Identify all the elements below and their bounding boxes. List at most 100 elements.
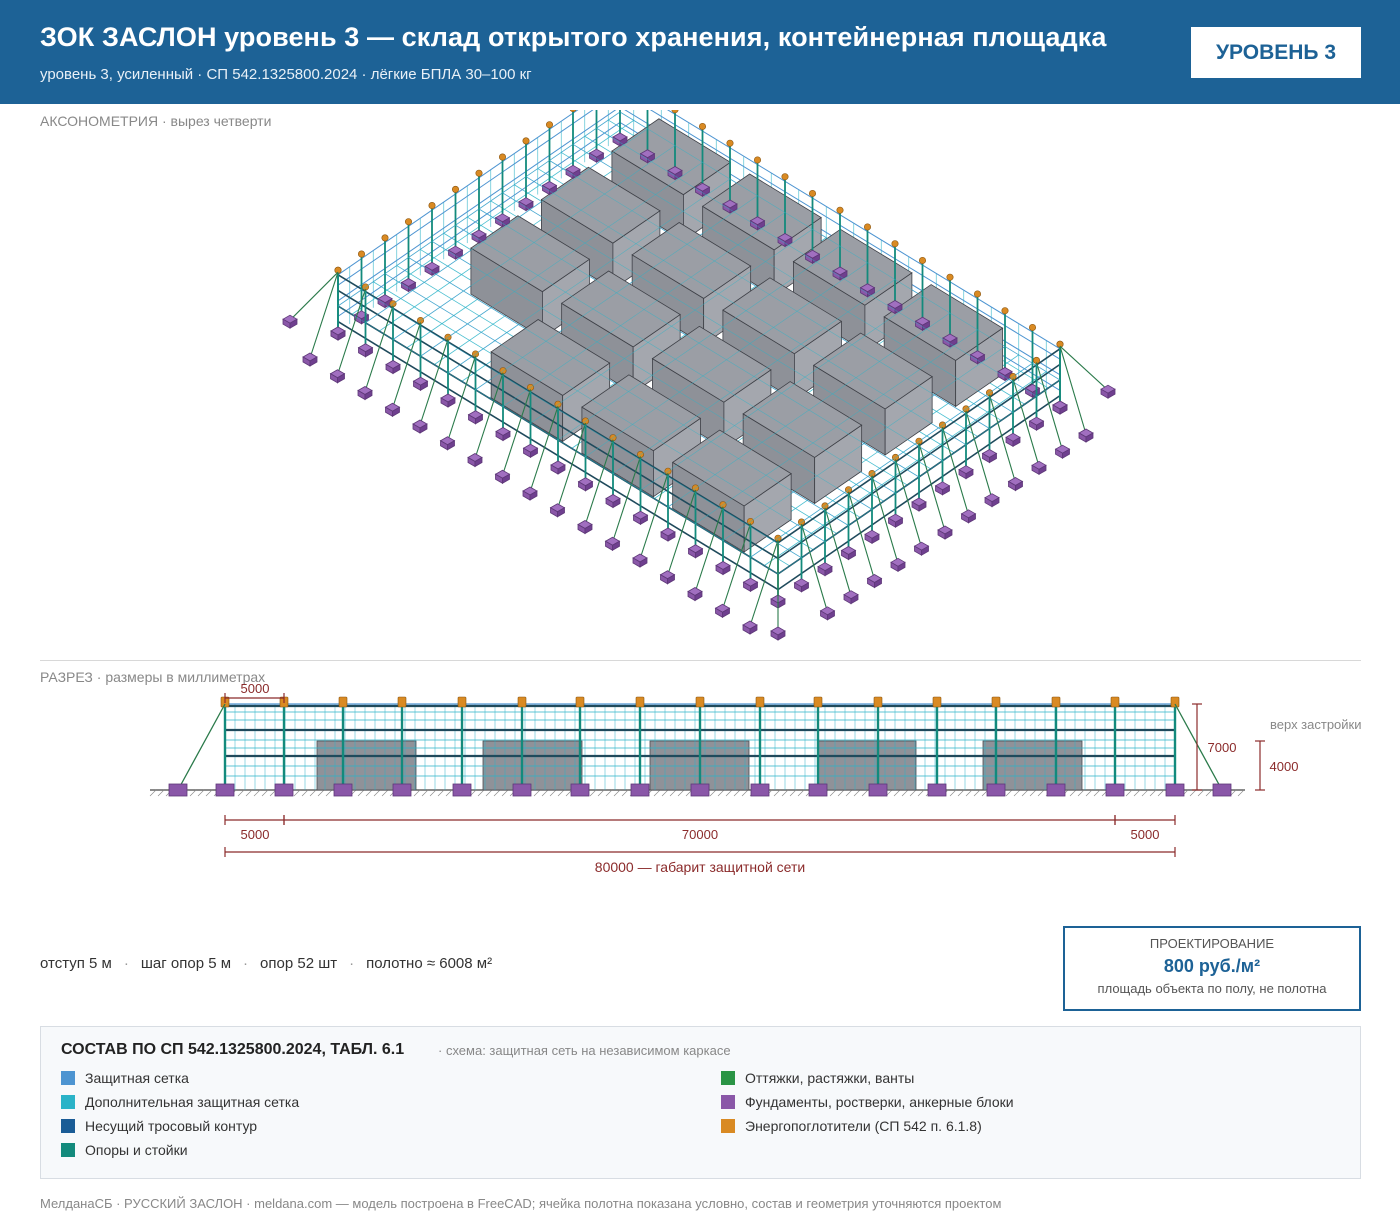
ground-hatch [1013, 789, 1021, 797]
ground-hatch [501, 789, 509, 797]
container-face-top [490, 319, 611, 396]
energy-absorber [338, 696, 348, 708]
legend-item-label: Защитная сетка [85, 1070, 189, 1086]
ground-hatch [797, 789, 805, 797]
container-face-top [651, 325, 772, 403]
ground-hatch [429, 789, 437, 797]
stat-supports: опор 52 шт [260, 955, 338, 972]
foundation-block-right [921, 545, 929, 556]
energy-absorber [781, 173, 789, 181]
ground-hatch [197, 789, 205, 797]
guy-wire [419, 339, 449, 426]
foundation-block-right [475, 414, 483, 425]
guy-wire [847, 491, 876, 580]
ground-hatch [1141, 789, 1149, 797]
energy-absorber [863, 223, 871, 231]
foundation-block [570, 783, 590, 797]
legend-swatch [61, 1095, 75, 1109]
container-block [631, 222, 752, 346]
foundation-block [808, 783, 828, 797]
energy-absorber [836, 206, 844, 214]
foundation-block [215, 783, 235, 797]
ground-hatch [965, 789, 973, 797]
ground-hatch [1093, 789, 1101, 797]
legend-box: СОСТАВ ПО СП 542.1325800.2024, ТАБЛ. 6.1… [40, 1026, 1361, 1179]
foundation-block-right [827, 610, 835, 621]
footer-note: МелданаСБ · РУССКИЙ ЗАСЛОН · meldana.com… [40, 1196, 1002, 1211]
guy-wire [1035, 362, 1064, 451]
ground-hatch [301, 789, 309, 797]
energy-absorber [1110, 696, 1120, 708]
legend-title: СОСТАВ ПО СП 542.1325800.2024, ТАБЛ. 6.1 [61, 1041, 405, 1058]
foundation-block-right [585, 481, 593, 492]
legend-item-label: Несущий тросовый контур [85, 1118, 258, 1134]
price-value: 800 руб./м² [1163, 956, 1261, 976]
container-block [470, 215, 591, 339]
ground-hatch [541, 789, 549, 797]
guy-wire [309, 272, 339, 359]
net-overlay-line [431, 241, 873, 510]
axon-label-note: · вырез четверти [161, 113, 272, 129]
foundation-block-right [557, 507, 565, 518]
foundation-block [986, 783, 1006, 797]
foundation-block [1046, 783, 1066, 797]
energy-absorber [545, 121, 553, 129]
legend-item-label: Оттяжки, растяжки, ванты [745, 1070, 915, 1086]
ground-hatch [357, 789, 365, 797]
foundation-block-right [584, 523, 593, 535]
foundation-block-right [848, 549, 856, 561]
net-overlay-line [525, 176, 967, 445]
container-face-top [581, 374, 702, 452]
foundation-block-right [722, 564, 731, 576]
energy-absorber [891, 240, 899, 248]
energy-absorber [695, 696, 705, 708]
foundation-block-right [667, 531, 676, 542]
ground-hatch [909, 789, 917, 797]
foundation-block [333, 783, 353, 797]
container-block [651, 325, 772, 449]
energy-absorber [397, 696, 407, 708]
ground-hatch [549, 789, 557, 797]
ground-hatch [717, 789, 725, 797]
energy-absorber [522, 137, 530, 145]
foundation-block-right [1059, 404, 1068, 415]
net-overlay-line [337, 305, 779, 575]
guy-wire [749, 540, 779, 627]
ground-hatch [893, 789, 901, 797]
container-block [883, 284, 1004, 408]
container-face-top [701, 173, 822, 251]
foundation-block-right [1062, 448, 1070, 459]
energy-absorber [755, 696, 765, 708]
ground-hatch [1125, 789, 1133, 797]
foundation-block-right [419, 423, 428, 434]
legend-item-net: Защитная сетка [61, 1070, 189, 1088]
ground-hatch [437, 789, 445, 797]
guy-wire [639, 473, 669, 560]
energy-absorber [381, 234, 389, 242]
header-bar: ЗОК ЗАСЛОН уровень 3 — склад открытого х… [0, 0, 1400, 104]
container-block [560, 270, 681, 394]
foundation-block-right [1012, 436, 1021, 448]
ground-hatch [189, 789, 197, 797]
ground-hatch [917, 789, 925, 797]
ground-hatch [613, 789, 621, 797]
foundation-block-right [695, 548, 703, 559]
ground-hatch [973, 789, 981, 797]
ground-hatch [261, 789, 269, 797]
net-overlay-line [596, 127, 1037, 397]
guy-wire [391, 322, 422, 409]
dim-right-label: 5000 [1131, 827, 1160, 842]
foundation-block-right [895, 517, 903, 528]
axon-label-title: АКСОНОМЕТРИЯ [40, 113, 159, 129]
foundation-block-right [640, 514, 648, 525]
ground-hatch [421, 789, 429, 797]
ground-hatch [861, 789, 869, 797]
ground-hatch [725, 789, 733, 797]
section-view: 5000 7000 4000 верх застройки 5000 70000… [149, 681, 1362, 875]
foundation-block-right [667, 574, 675, 585]
energy-absorber [457, 696, 467, 708]
ground-hatch [1189, 789, 1197, 797]
stat-offset: отступ 5 м [40, 955, 112, 972]
energy-absorber [575, 696, 585, 708]
foundation-block-right [474, 456, 483, 468]
